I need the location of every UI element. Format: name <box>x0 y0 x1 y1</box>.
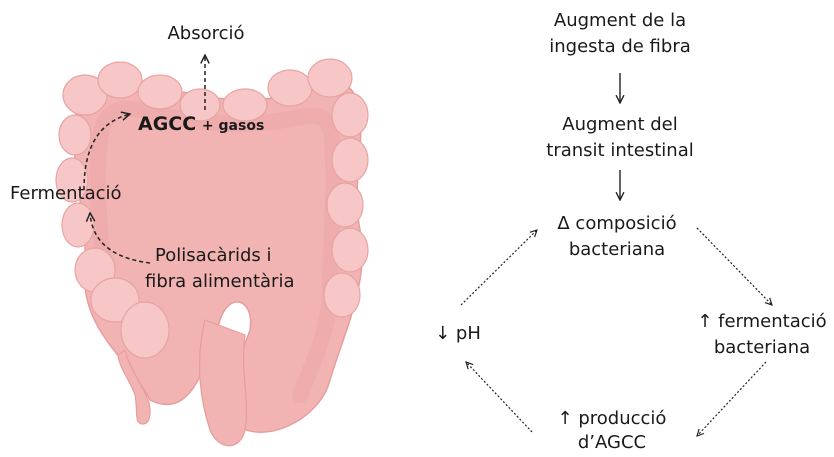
fermentation-label: Fermentació <box>10 183 122 205</box>
agcc-label-group: AGCC + gasos <box>138 113 264 137</box>
ph-label: ↓ pH <box>435 323 481 345</box>
transit-line2: transit intestinal <box>546 140 693 162</box>
gases-label: + gasos <box>202 118 264 134</box>
composition-line1: Δ composició <box>557 213 676 235</box>
arrow-production-to-ph <box>466 362 532 432</box>
substrate-label-line1: Polisacàrids i <box>155 245 272 267</box>
arrow-composition-to-fermentation <box>697 228 772 305</box>
agcc-label: AGCC <box>138 113 196 135</box>
fermentation-node-line1: ↑ fermentació <box>697 311 826 333</box>
arrow-ph-to-composition <box>461 230 537 305</box>
production-line2: d’AGCC <box>578 432 646 454</box>
production-line1: ↑ producció <box>558 408 667 430</box>
fiber-intake-line2: ingesta de fibra <box>549 36 691 58</box>
fiber-intake-line1: Augment de la <box>554 10 686 32</box>
composition-line2: bacteriana <box>569 239 665 261</box>
rectum <box>200 320 247 446</box>
absorption-label: Absorció <box>167 23 244 45</box>
arrow-fermentation-to-production <box>697 362 766 436</box>
fermentation-node-line2: bacteriana <box>714 337 810 359</box>
transit-line1: Augment del <box>562 114 677 136</box>
substrate-label-line2: fibra alimentària <box>145 271 294 293</box>
